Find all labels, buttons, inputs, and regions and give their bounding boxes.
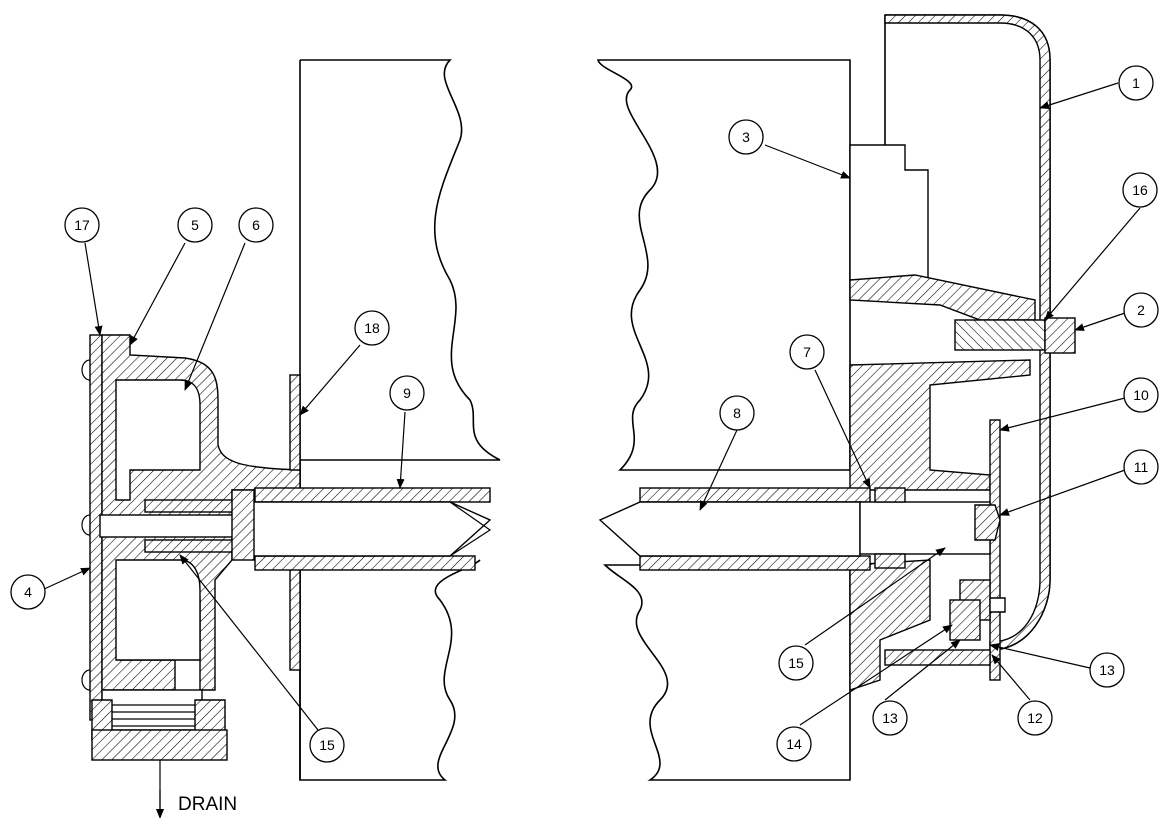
svg-text:10: 10	[1133, 387, 1149, 403]
svg-text:17: 17	[74, 217, 90, 233]
right-bolt	[954, 317, 1076, 354]
callout-18: 18	[354, 310, 390, 346]
left-tube	[244, 487, 492, 571]
svg-text:14: 14	[786, 736, 802, 752]
callout-11: 11	[1123, 449, 1159, 485]
callout-8: 8	[719, 395, 755, 431]
svg-text:13: 13	[882, 710, 898, 726]
left-cover-plate	[81, 334, 103, 721]
svg-text:15: 15	[319, 737, 335, 753]
callout-10: 10	[1123, 377, 1159, 413]
svg-text:13: 13	[1099, 662, 1115, 678]
right-wall-section	[597, 59, 851, 781]
callout-13-lower: 13	[872, 700, 908, 736]
svg-text:18: 18	[364, 320, 380, 336]
callout-15-right: 15	[778, 645, 814, 681]
callout-5: 5	[177, 207, 213, 243]
callout-4: 4	[10, 574, 46, 610]
svg-text:11: 11	[1134, 459, 1149, 475]
callout-13-right: 13	[1089, 652, 1125, 688]
callout-9: 9	[389, 375, 425, 411]
callout-12: 12	[1017, 700, 1053, 736]
svg-text:3: 3	[742, 129, 750, 145]
svg-text:2: 2	[1137, 302, 1145, 318]
callout-7: 7	[789, 334, 825, 370]
svg-text:5: 5	[191, 217, 199, 233]
right-body	[849, 144, 1036, 691]
svg-text:15: 15	[788, 655, 804, 671]
right-valve	[949, 579, 1006, 641]
drain-label: DRAIN	[178, 794, 237, 815]
right-tube	[598, 487, 1001, 571]
svg-text:12: 12	[1027, 710, 1043, 726]
callout-3: 3	[728, 119, 764, 155]
svg-text:8: 8	[733, 405, 741, 421]
callout-17: 17	[64, 207, 100, 243]
svg-text:16: 16	[1132, 182, 1148, 198]
leader-lines	[41, 82, 1141, 818]
svg-text:7: 7	[803, 344, 811, 360]
callout-14: 14	[776, 726, 812, 762]
svg-text:1: 1	[1132, 75, 1140, 91]
left-shaft	[99, 489, 255, 561]
left-wall-section	[299, 59, 501, 781]
left-drain-fitting	[91, 689, 228, 818]
svg-text:4: 4	[24, 584, 32, 600]
svg-text:6: 6	[252, 217, 260, 233]
callout-2: 2	[1123, 292, 1159, 328]
svg-text:9: 9	[403, 385, 411, 401]
callout-1: 1	[1118, 65, 1154, 101]
callout-6: 6	[238, 207, 274, 243]
callout-15-left: 15	[309, 727, 345, 763]
callout-16: 16	[1122, 172, 1158, 208]
